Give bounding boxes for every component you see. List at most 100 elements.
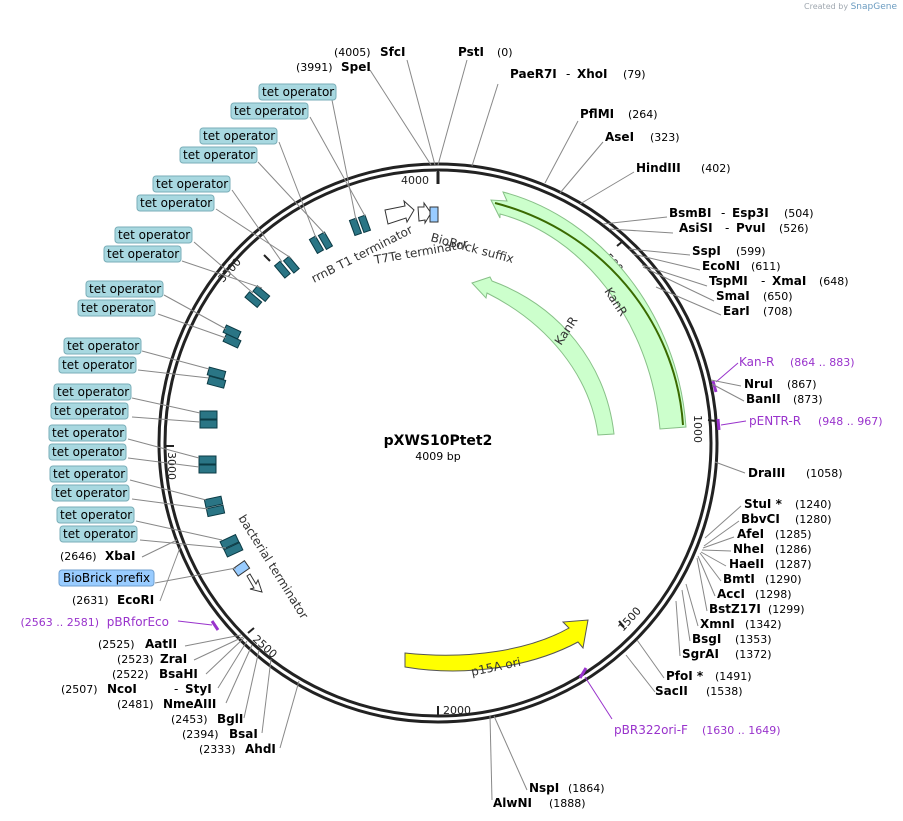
enzyme-pos: (79) [623,68,646,81]
enzyme-leader [704,505,742,539]
enzyme-dash: - [761,274,765,288]
enzyme-pos: (1299) [768,603,805,616]
enzyme-leader [602,216,668,225]
tet-operator-label: tet operator [140,196,212,210]
enzyme-pos: (526) [779,222,809,235]
tet-leader [163,294,227,330]
tet-operator-label: tet operator [57,385,129,399]
enzyme-leader [628,248,691,256]
tet-leader [157,313,227,339]
biobrick-prefix-label-bg [58,569,155,587]
enzyme-name: SgrAI [682,647,719,661]
tet-operator-label: tet operator [55,486,127,500]
primer-marks [210,380,721,679]
kanr-inner-arrow [471,276,615,436]
tet-leader [231,189,283,263]
enzyme-pos: (2507) [61,683,98,696]
enzyme-name: BsgI [692,632,721,646]
enzyme-pos: (0) [497,46,513,59]
tet-leader [131,397,201,414]
enzyme-name: BmtI [723,572,755,586]
enzyme-pos: (1342) [745,618,782,631]
enzyme-pos: (1538) [706,685,743,698]
tet-operator-box [206,366,227,380]
enzyme-pos: (650) [763,290,793,303]
enzyme-name: NmeAIII [163,697,216,711]
enzyme-name: BstZ17I [709,602,761,616]
enzyme-pos: (1491) [715,670,752,683]
enzyme-name: HindIII [636,161,681,175]
enzyme-leader [625,654,656,693]
tet-label-bg [77,299,156,317]
primer-pbr322ori-f-name: pBR322ori-F [614,723,688,737]
enzyme-leader [711,383,745,402]
enzyme-name: SspI [692,244,721,258]
enzyme-leader [544,120,579,184]
enzyme-name: Esp3I [732,206,769,220]
enzyme-leader [489,715,493,801]
primer-mark-pentr-r [716,418,721,431]
enzyme-leader [714,461,746,474]
bacterial-terminator-arrow [246,573,263,593]
enzyme-name: PflMI [580,107,614,121]
primer-mark-pbr322ori-f [578,667,588,679]
enzyme-name: SacII [655,684,688,698]
enzyme-dash: - [174,682,178,696]
enzyme-name: BsaI [229,727,258,741]
tet-operator-box [317,231,334,251]
enzyme-leader [703,520,740,547]
enzyme-dash: - [566,67,570,81]
p15a-ori-arrow [404,619,589,672]
tick-2500 [247,627,255,634]
tet-leader [141,350,210,370]
enzyme-leader [700,551,727,567]
tet-operator-box [244,291,263,309]
enzyme-leader [685,583,699,627]
tet-leader [131,416,201,423]
enzyme-name: NruI [744,377,773,391]
enzyme-name: SpeI [341,60,371,74]
enzyme-name: BsaHI [159,667,198,681]
tet-label-bg [50,402,129,420]
enzyme-leader [279,680,300,749]
tet-operator-box [203,495,224,509]
tet-operator-leader-lines [127,99,366,584]
primer-kan-r-range: (864 .. 883) [790,356,855,369]
tick-1000 [707,419,717,422]
tet-operator-label: tet operator [81,301,153,315]
biobrick-prefix-leader [154,567,237,584]
tick-3500 [263,254,271,262]
enzyme-pos: (2631) [72,594,109,607]
tet-operator-box [199,419,218,429]
enzyme-leader [261,658,272,734]
tet-operator-label: tet operator [53,467,125,481]
tick-500 [616,240,624,247]
enzyme-labels: (4005) SfcI PstI (0) (3991) SpeI PaeR7I … [60,45,849,810]
enzyme-leader [655,286,722,316]
tet-leader [193,241,254,294]
tet-label-bg [59,525,138,543]
enzyme-name: BanII [746,392,781,406]
tet-operator-box [199,410,218,420]
enzyme-name: AhdI [245,742,276,756]
enzyme-name: ZraI [160,652,187,666]
enzyme-pos: (2523) [117,653,154,666]
enzyme-pos: (3991) [296,61,333,74]
primer-pbrforeco-name: pBRforEco [107,615,169,629]
tick-label-1000: 1000 [691,415,704,443]
tet-label-bg [49,465,128,483]
enzyme-pos: (323) [650,131,680,144]
enzyme-leader [701,549,732,552]
tet-operator-label: tet operator [262,85,334,99]
tick-marks [164,171,717,716]
enzyme-pos: (2646) [60,550,97,563]
tet-label-bg [230,102,309,120]
enzyme-leader [681,589,691,642]
tick-label-2000: 2000 [443,704,471,717]
tet-leader [127,438,200,459]
primer-leader [720,420,747,426]
tet-leader [181,260,263,289]
tet-leader [127,457,200,468]
enzyme-pos: (402) [701,162,731,175]
tet-operator-label: tet operator [60,508,132,522]
